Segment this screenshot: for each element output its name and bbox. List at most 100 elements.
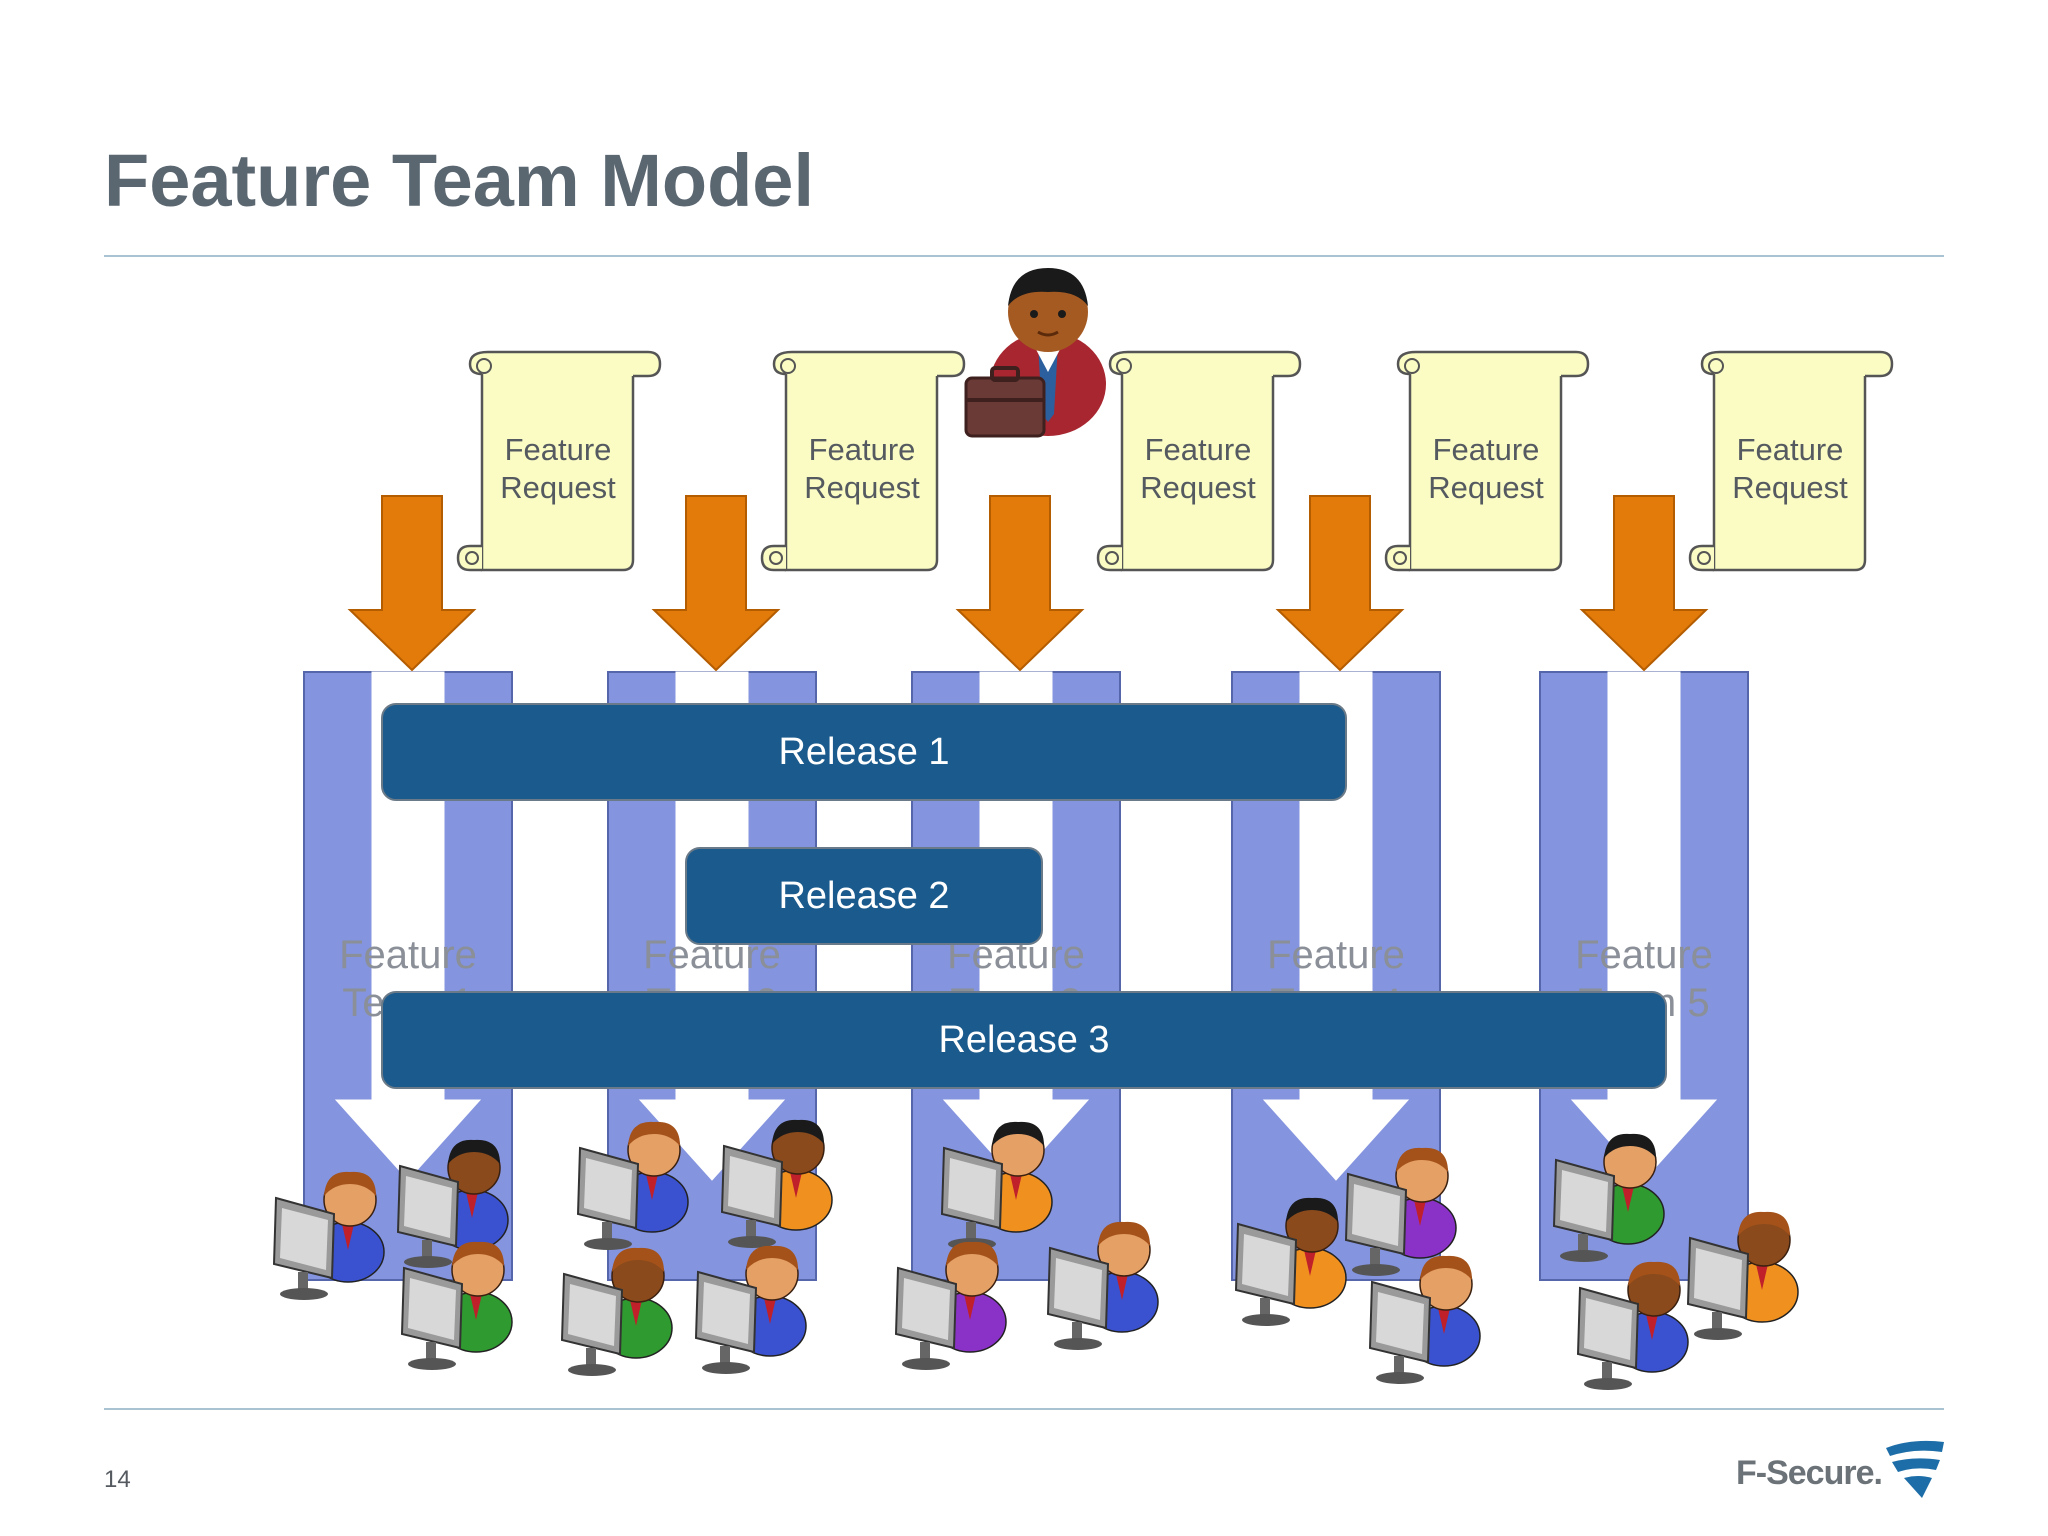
developer-hair (772, 1119, 824, 1144)
developer-tie (1304, 1250, 1316, 1276)
logo-text: F-Secure. (1736, 1454, 1883, 1492)
scroll-bottom-curl (1096, 544, 1122, 572)
orange-arrows (347, 495, 1709, 672)
release-bar-background (685, 847, 1043, 945)
monitor-glass (280, 1208, 328, 1270)
monitor-glass (1242, 1234, 1290, 1296)
developer-tie (470, 1294, 482, 1320)
developer-tie (1622, 1186, 1634, 1212)
developer-tie (630, 1300, 642, 1326)
monitor-glass (1054, 1258, 1102, 1320)
developer-tie (342, 1224, 354, 1250)
footer-divider (104, 1408, 1944, 1410)
monitor-stand (720, 1346, 730, 1366)
release-label: Release 1 (778, 731, 949, 773)
developer-tie (1116, 1274, 1128, 1300)
developer-at-computer-icon (1046, 1221, 1159, 1350)
developer-tie (1010, 1174, 1022, 1200)
developer-hair (1420, 1255, 1472, 1280)
developer-tie (964, 1294, 976, 1320)
release-bar-background (381, 703, 1347, 801)
developer-at-computer-icon (560, 1247, 673, 1376)
scroll-body (784, 370, 939, 572)
feature-request-line1: Feature (1433, 432, 1540, 467)
developer-at-computer-icon (894, 1241, 1007, 1370)
developer-hair (448, 1139, 500, 1164)
release-bar: Release 1 (381, 703, 1347, 801)
feature-request-line1: Feature (809, 432, 916, 467)
feature-arrow (1275, 495, 1405, 672)
scroll-top-curl (1700, 350, 1894, 378)
team-label-line1: Feature (1267, 933, 1405, 977)
scroll-top-curl (1396, 350, 1590, 378)
developer-at-computer-icon (1552, 1133, 1665, 1262)
developer-hair (1604, 1133, 1656, 1158)
developer-hair (628, 1121, 680, 1146)
feature-requests: FeatureRequestFeatureRequestFeatureReque… (456, 350, 1894, 572)
monitor-stand (1370, 1248, 1380, 1268)
developer-tie (646, 1174, 658, 1200)
developer-at-computer-icon (400, 1241, 513, 1370)
developer-hair (452, 1241, 504, 1266)
developer-tie (466, 1192, 478, 1218)
developer-at-computer-icon (272, 1171, 385, 1300)
monitor-base (902, 1358, 950, 1370)
developer-at-computer-icon (1344, 1147, 1457, 1276)
title-divider (104, 255, 1944, 257)
scroll-top-curl (468, 350, 662, 378)
monitor-stand (586, 1348, 596, 1368)
monitor-glass (1584, 1298, 1632, 1360)
scroll-curl-detail (476, 358, 492, 374)
monitor-base (1352, 1264, 1400, 1276)
monitor-stand (920, 1342, 930, 1362)
monitor-base (280, 1288, 328, 1300)
monitor-base (728, 1236, 776, 1248)
developer-hair (946, 1241, 998, 1266)
release-bar-background (381, 991, 1667, 1089)
monitor-glass (584, 1158, 632, 1220)
monitor-glass (1352, 1184, 1400, 1246)
monitor-base (408, 1358, 456, 1370)
f-secure-logo-icon (1886, 1440, 1944, 1498)
scroll-body (480, 370, 635, 572)
release-label: Release 2 (778, 875, 949, 917)
monitor-glass (1694, 1248, 1742, 1310)
developer-at-computer-icon (576, 1121, 689, 1250)
scroll-curl-detail (1697, 551, 1711, 565)
scroll-curl-detail (465, 551, 479, 565)
developer-at-computer-icon (694, 1245, 807, 1374)
developer-tie (1438, 1308, 1450, 1334)
monitor-stand (1602, 1362, 1612, 1382)
scroll-curl-detail (769, 551, 783, 565)
feature-arrow (955, 495, 1085, 672)
scroll-curl-detail (1404, 358, 1420, 374)
feature-arrow (651, 495, 781, 672)
monitor-base (1054, 1338, 1102, 1350)
feature-request-line2: Request (1428, 470, 1544, 505)
release-label: Release 3 (938, 1019, 1109, 1061)
monitor-glass (902, 1278, 950, 1340)
monitor-stand (426, 1342, 436, 1362)
developer-hair (1738, 1211, 1790, 1236)
scroll-curl-detail (1393, 551, 1407, 565)
monitor-stand (422, 1240, 432, 1260)
scroll-bottom-curl (1384, 544, 1410, 572)
developer-hair (1396, 1147, 1448, 1172)
page-number: 14 (104, 1466, 131, 1493)
developers (272, 1119, 1799, 1390)
monitor-base (1242, 1314, 1290, 1326)
developer-at-computer-icon (940, 1121, 1053, 1250)
monitor-base (1376, 1372, 1424, 1384)
scroll-top-curl (1108, 350, 1302, 378)
monitor-base (568, 1364, 616, 1376)
monitor-stand (1578, 1234, 1588, 1254)
developer-at-computer-icon (1576, 1261, 1689, 1390)
monitor-glass (1560, 1170, 1608, 1232)
developer-hair (1098, 1221, 1150, 1246)
developer-hair (612, 1247, 664, 1272)
scroll-curl-detail (1105, 551, 1119, 565)
developer-hair (1628, 1261, 1680, 1286)
